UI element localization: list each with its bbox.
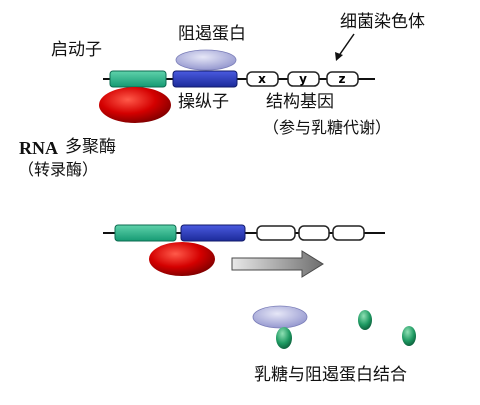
gene-z-box	[326, 71, 359, 87]
gene-box-bottom-2	[298, 225, 330, 241]
operator-box-top	[172, 70, 238, 88]
structural-genes-note: （参与乳糖代谢）	[263, 118, 392, 137]
lactose-free-2	[402, 326, 416, 346]
promoter-label: 启动子	[51, 40, 102, 60]
operator-label: 操纵子	[178, 92, 229, 112]
chromosome-pointer-line	[337, 33, 355, 58]
gene-y-label: y	[299, 72, 307, 86]
promoter-box-bottom	[114, 224, 177, 242]
transcription-arrow	[231, 250, 324, 278]
rna-polymerase-blocked	[99, 87, 171, 123]
repressor-label: 阻遏蛋白	[178, 24, 246, 44]
gene-box-bottom-1	[256, 225, 296, 241]
chromosome-pointer-head	[335, 52, 343, 61]
rna-polymerase-label: 多聚酶	[65, 137, 116, 157]
rna-polymerase-note: （转录酶）	[18, 160, 99, 179]
repressor-protein-bound	[175, 49, 237, 71]
rna-polymerase-active	[149, 242, 215, 276]
repressor-protein-released	[252, 305, 308, 329]
lactose-binding-caption: 乳糖与阻遏蛋白结合	[254, 365, 407, 385]
operator-box-bottom	[180, 224, 246, 242]
lactose-free-1	[358, 310, 372, 330]
gene-y-box	[287, 71, 320, 87]
promoter-box-top	[109, 70, 167, 88]
structural-genes-label: 结构基因	[266, 92, 334, 112]
lactose-bound	[276, 327, 292, 349]
rna-polymerase-abbr: RNA	[19, 138, 58, 158]
gene-z-label: z	[339, 72, 346, 86]
chromosome-label: 细菌染色体	[340, 12, 425, 32]
gene-box-bottom-3	[332, 225, 365, 241]
gene-x-box	[246, 71, 279, 87]
gene-x-label: x	[258, 72, 266, 86]
